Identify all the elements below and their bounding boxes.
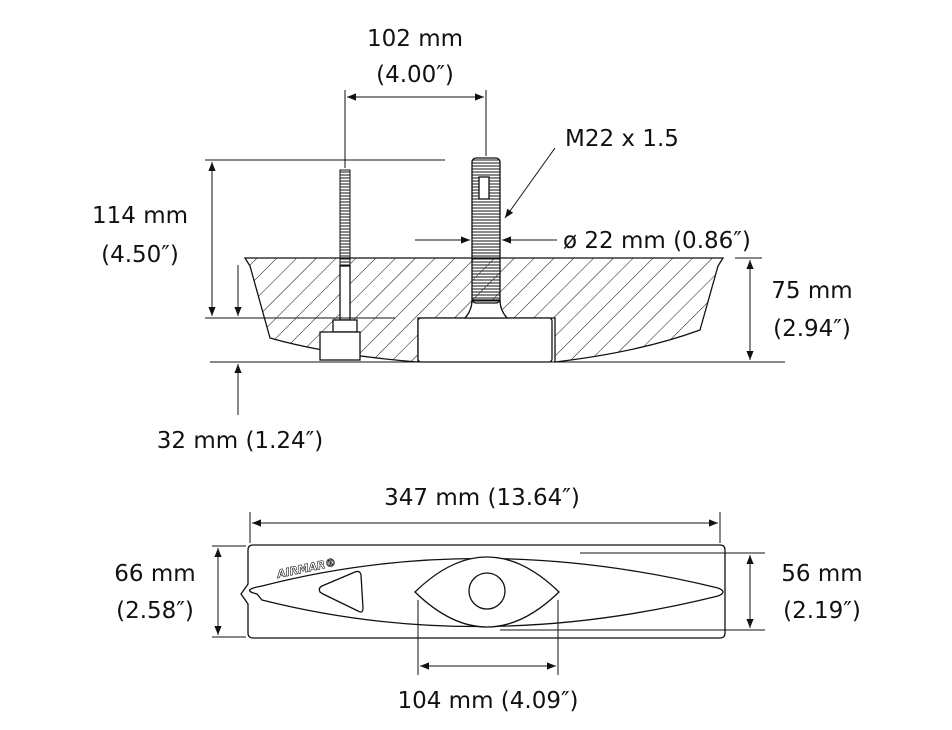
- stem-window: [478, 176, 490, 200]
- height-mm: 114 mm: [92, 203, 188, 229]
- housing: [417, 317, 553, 363]
- bolt-nut: [332, 319, 358, 333]
- length-label: 347 mm (13.64″): [384, 485, 580, 511]
- height-in: (4.50″): [101, 242, 179, 268]
- stem-circle: [468, 572, 506, 610]
- stem-spacing-in: (4.00″): [376, 62, 454, 88]
- outer-width-in: (2.58″): [116, 598, 194, 624]
- bolt-foot: [319, 331, 361, 361]
- stem-spacing-mm: 102 mm: [367, 26, 463, 52]
- inner-width-in: (2.19″): [783, 598, 861, 624]
- top-view: AIRMAR® 347 mm (13.64″) 66 mm (2.58″) 56…: [114, 485, 862, 714]
- bolt-shank: [339, 265, 351, 321]
- offset-label: 32 mm (1.24″): [157, 428, 323, 454]
- depth-mm: 75 mm: [771, 278, 852, 304]
- stem-diameter-label: ø 22 mm (0.86″): [563, 228, 751, 254]
- thread-label: M22 x 1.5: [565, 126, 679, 152]
- inner-width-mm: 56 mm: [781, 561, 862, 587]
- housing-length-label: 104 mm (4.09″): [397, 688, 578, 714]
- depth-in: (2.94″): [773, 316, 851, 342]
- side-view: 102 mm (4.00″) M22 x 1.5 114 mm (4.50″) …: [92, 26, 853, 454]
- outer-width-mm: 66 mm: [114, 561, 195, 587]
- thread-leader: [504, 147, 556, 219]
- bolt-thread: [339, 169, 351, 267]
- direction-triangle: [318, 570, 364, 613]
